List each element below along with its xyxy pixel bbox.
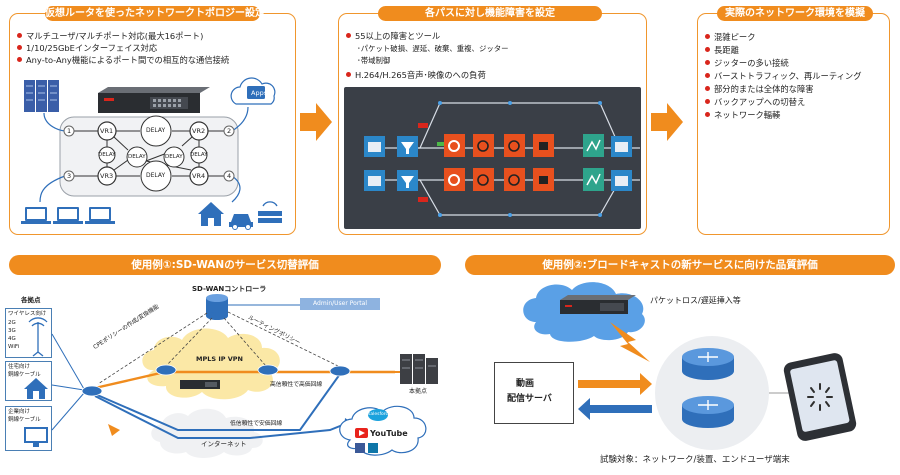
topology-bullet-3: Any-to-Any機能によるポート間での相互的な通信接続 [17, 55, 229, 66]
delay-label-right: DELAY [190, 152, 208, 158]
impairment-sub-2: ･帯域制御 [357, 56, 391, 65]
environment-panel [697, 13, 890, 235]
impairment-panel-title: 各パスに対し機能障害を設定 [378, 6, 602, 21]
vr4-label: VR4 [192, 172, 206, 180]
site-residential-title: 住宅向け [8, 364, 31, 370]
vr2-label: VR2 [192, 127, 206, 135]
env-bullet-5: 部分的または全体的な障害 [705, 84, 814, 95]
impairment-bullet-2: H.264/H.265音声･映像のへの負荷 [346, 70, 486, 81]
site-wireless-2g: 2G [8, 320, 16, 326]
port-4-label: 4 [227, 172, 232, 180]
delay-label-mid-right: DELAY [165, 154, 183, 160]
sites-title: 各拠点 [21, 296, 41, 304]
env-bullet-2: 長距離 [705, 45, 739, 56]
high-reliability-label: 高信頼性で高価回線 [270, 382, 323, 388]
port-2-label: 2 [227, 127, 232, 135]
env-bullet-3: ジッターの多い接続 [705, 58, 789, 69]
env-bullet-7: ネットワーク輻輳 [705, 110, 780, 121]
home-icon [24, 378, 48, 399]
usecase1-banner: 使用例①:SD-WANのサービス切替評価 [9, 255, 441, 275]
salesforce-logo: salesforce [368, 412, 391, 417]
delay-label-bottom: DELAY [146, 172, 166, 179]
youtube-logo: YouTube [370, 429, 408, 438]
port-1-label: 1 [67, 127, 72, 135]
apps-cloud-icon [230, 77, 276, 105]
vr3-label: VR3 [100, 172, 114, 180]
site-wireless-3g: 3G [8, 328, 16, 334]
delay-label-mid-left: DELAY [128, 154, 146, 160]
smartphone-icon [783, 353, 857, 441]
vr1-label: VR1 [100, 127, 114, 135]
monitor-icon [24, 427, 48, 447]
usecase2-banner: 使用例②:ブロードキャストの新サービスに向けた品質評価 [465, 255, 895, 275]
impairment-bullet-1: 55以上の障害とツール [346, 31, 440, 42]
video-server-box [494, 362, 574, 424]
wireless-tower-icon [28, 317, 48, 357]
port-3-label: 3 [67, 172, 72, 180]
site-residential-cable: 銅線ケーブル [8, 372, 41, 378]
sdwan-controller-label: SD-WANコントローラ [192, 285, 267, 293]
admin-portal-box: Admin/User Portal [300, 298, 380, 310]
site-wireless [5, 308, 52, 358]
car-icon [229, 214, 253, 227]
site-wireless-title: ワイヤレス向け [8, 311, 47, 317]
mpls-label: MPLS IP VPN [196, 355, 243, 363]
site-enterprise-title: 企業向け [8, 409, 31, 415]
low-reliability-label: 低信頼性で安価回線 [230, 421, 283, 427]
delay-label-top: DELAY [146, 127, 166, 134]
env-bullet-4: バーストトラフィック、再ルーティング [705, 71, 862, 82]
video-server-line2: 配信サーバ [507, 394, 552, 404]
video-server-line1: 動画 [516, 379, 535, 389]
server-rack-icon [24, 80, 59, 112]
site-wireless-4g: 4G [8, 336, 16, 342]
impairment-pipeline-screen [344, 87, 641, 229]
packet-loss-label: パケットロス/遅延挿入等 [650, 296, 741, 305]
loading-spinner-icon [807, 383, 833, 411]
hq-server-icon [400, 354, 438, 384]
internet-label: インターネット [201, 440, 247, 448]
delay-label-left: DELAY [98, 152, 116, 158]
site-enterprise-cable: 銅線ケーブル [8, 417, 41, 423]
site-wireless-wifi: WiFi [8, 344, 20, 350]
topology-panel-title: 仮想ルータを使ったネットワークトポロジー設定 [45, 6, 265, 21]
test-target-label: 試験対象：ネットワーク/装置、エンドユーザ端末 [600, 455, 790, 465]
env-bullet-6: バックアップへの切替え [705, 97, 805, 108]
hq-label: 本拠点 [409, 388, 428, 395]
network-emulator-appliance-icon [98, 87, 210, 113]
apps-label: Apps [251, 89, 268, 97]
env-bullet-1: 混雑ピーク [705, 32, 756, 43]
topology-bullet-2: 1/10/25GbEインターフェイス対応 [17, 43, 157, 54]
topology-bullet-1: マルチユーザ/マルチポート対応(最大16ポート) [17, 31, 203, 42]
router-icons [81, 364, 351, 397]
environment-panel-title: 実際のネットワーク環境を模擬 [717, 6, 873, 21]
impairment-sub-1: ･パケット破損、遅延、破棄、重複、ジッター [357, 44, 509, 53]
router-device-icon [258, 201, 282, 223]
